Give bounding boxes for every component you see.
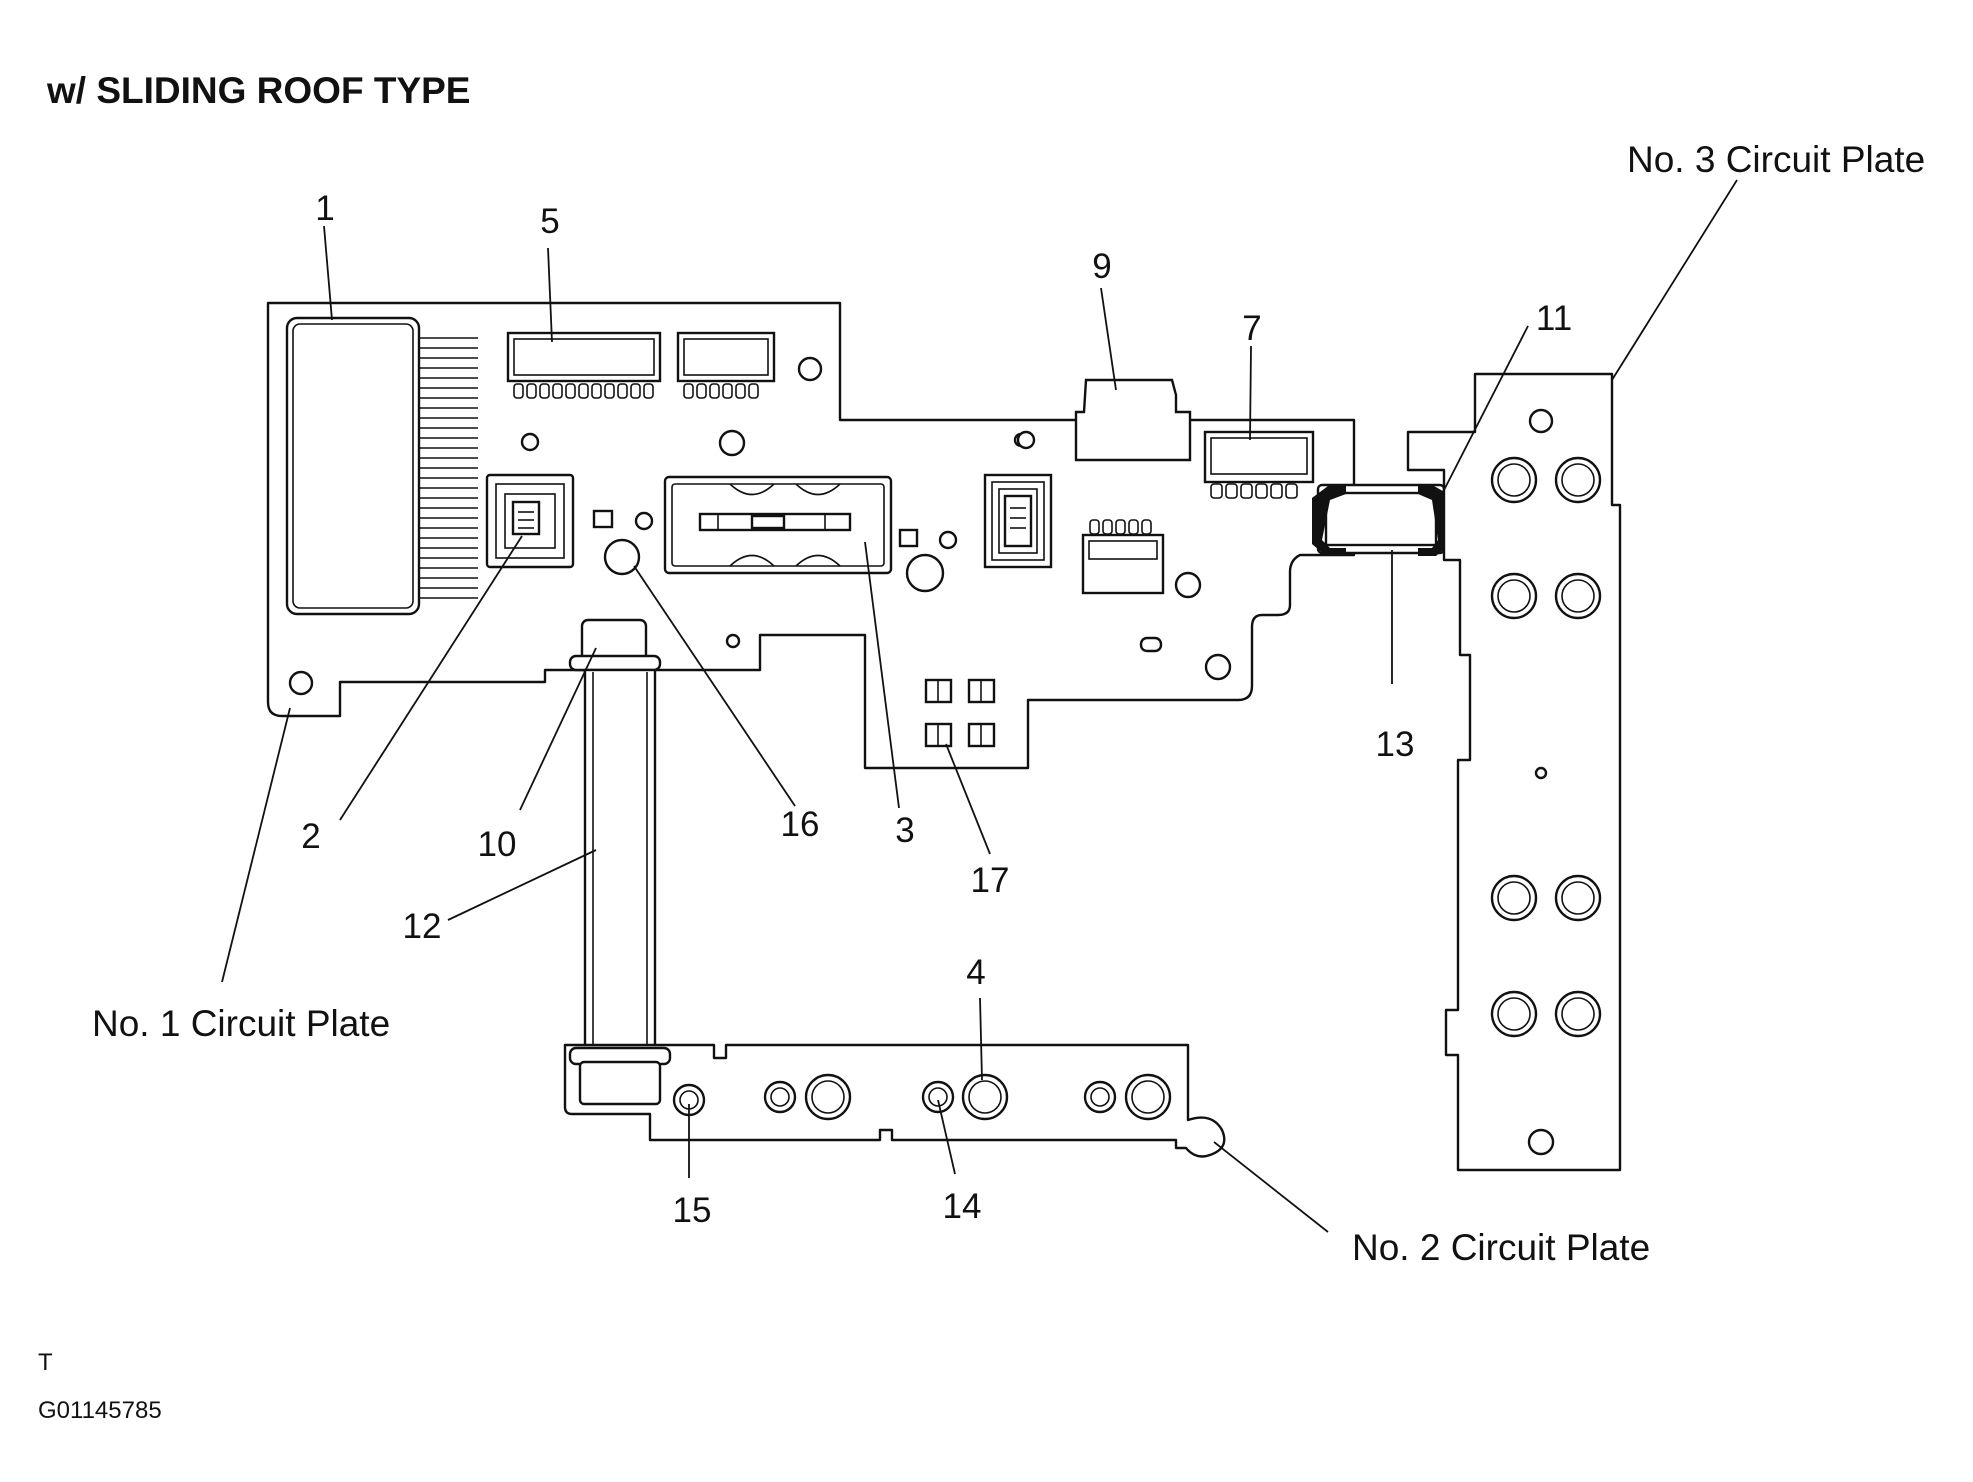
no2-circuit-plate-label: No. 2 Circuit Plate — [1352, 1227, 1650, 1268]
callout-4: 4 — [966, 953, 985, 992]
no3-circuit-plate-label: No. 3 Circuit Plate — [1627, 139, 1925, 180]
component-2-relay — [485, 473, 575, 569]
callout-17: 17 — [971, 861, 1010, 900]
component-3-block — [663, 475, 893, 575]
callout-13: 13 — [1376, 725, 1415, 764]
callout-12: 12 — [403, 907, 442, 946]
figure-id: G01145785 — [38, 1397, 162, 1424]
callout-9: 9 — [1092, 247, 1111, 286]
callout-16: 16 — [781, 805, 820, 844]
callout-3: 3 — [895, 811, 914, 850]
component-13-connector — [1312, 483, 1450, 556]
no3-circuit-plate — [1406, 372, 1622, 1172]
component-10-ribbon-connector — [568, 618, 662, 672]
callout-labels: 1 2 3 4 5 7 9 10 11 12 13 14 15 16 17 — [301, 189, 1572, 1230]
callout-2: 2 — [301, 817, 320, 856]
component-9-connector — [1074, 378, 1192, 462]
no1-circuit-plate — [266, 301, 1356, 770]
small-connector — [1081, 519, 1165, 595]
callout-15: 15 — [673, 1191, 712, 1230]
no1-circuit-plate-label: No. 1 Circuit Plate — [92, 1003, 390, 1044]
relay-right — [983, 473, 1053, 569]
no2-circuit-plate — [563, 1043, 1226, 1158]
component-5-connector — [506, 331, 776, 399]
callout-10: 10 — [478, 825, 517, 864]
component-16-round — [603, 538, 641, 576]
leader-lines — [221, 179, 1738, 1233]
callout-14: 14 — [943, 1187, 982, 1226]
callout-1: 1 — [315, 189, 334, 228]
component-1-module — [285, 316, 478, 616]
callout-5: 5 — [540, 202, 559, 241]
component-7-connector — [1203, 430, 1315, 499]
footer-letter: T — [38, 1349, 53, 1376]
component-12-ribbon-cable — [583, 668, 657, 1062]
component-17-squares — [924, 678, 996, 748]
diagram-title: w/ SLIDING ROOF TYPE — [46, 70, 470, 111]
callout-7: 7 — [1242, 309, 1261, 348]
callout-11: 11 — [1536, 299, 1572, 338]
